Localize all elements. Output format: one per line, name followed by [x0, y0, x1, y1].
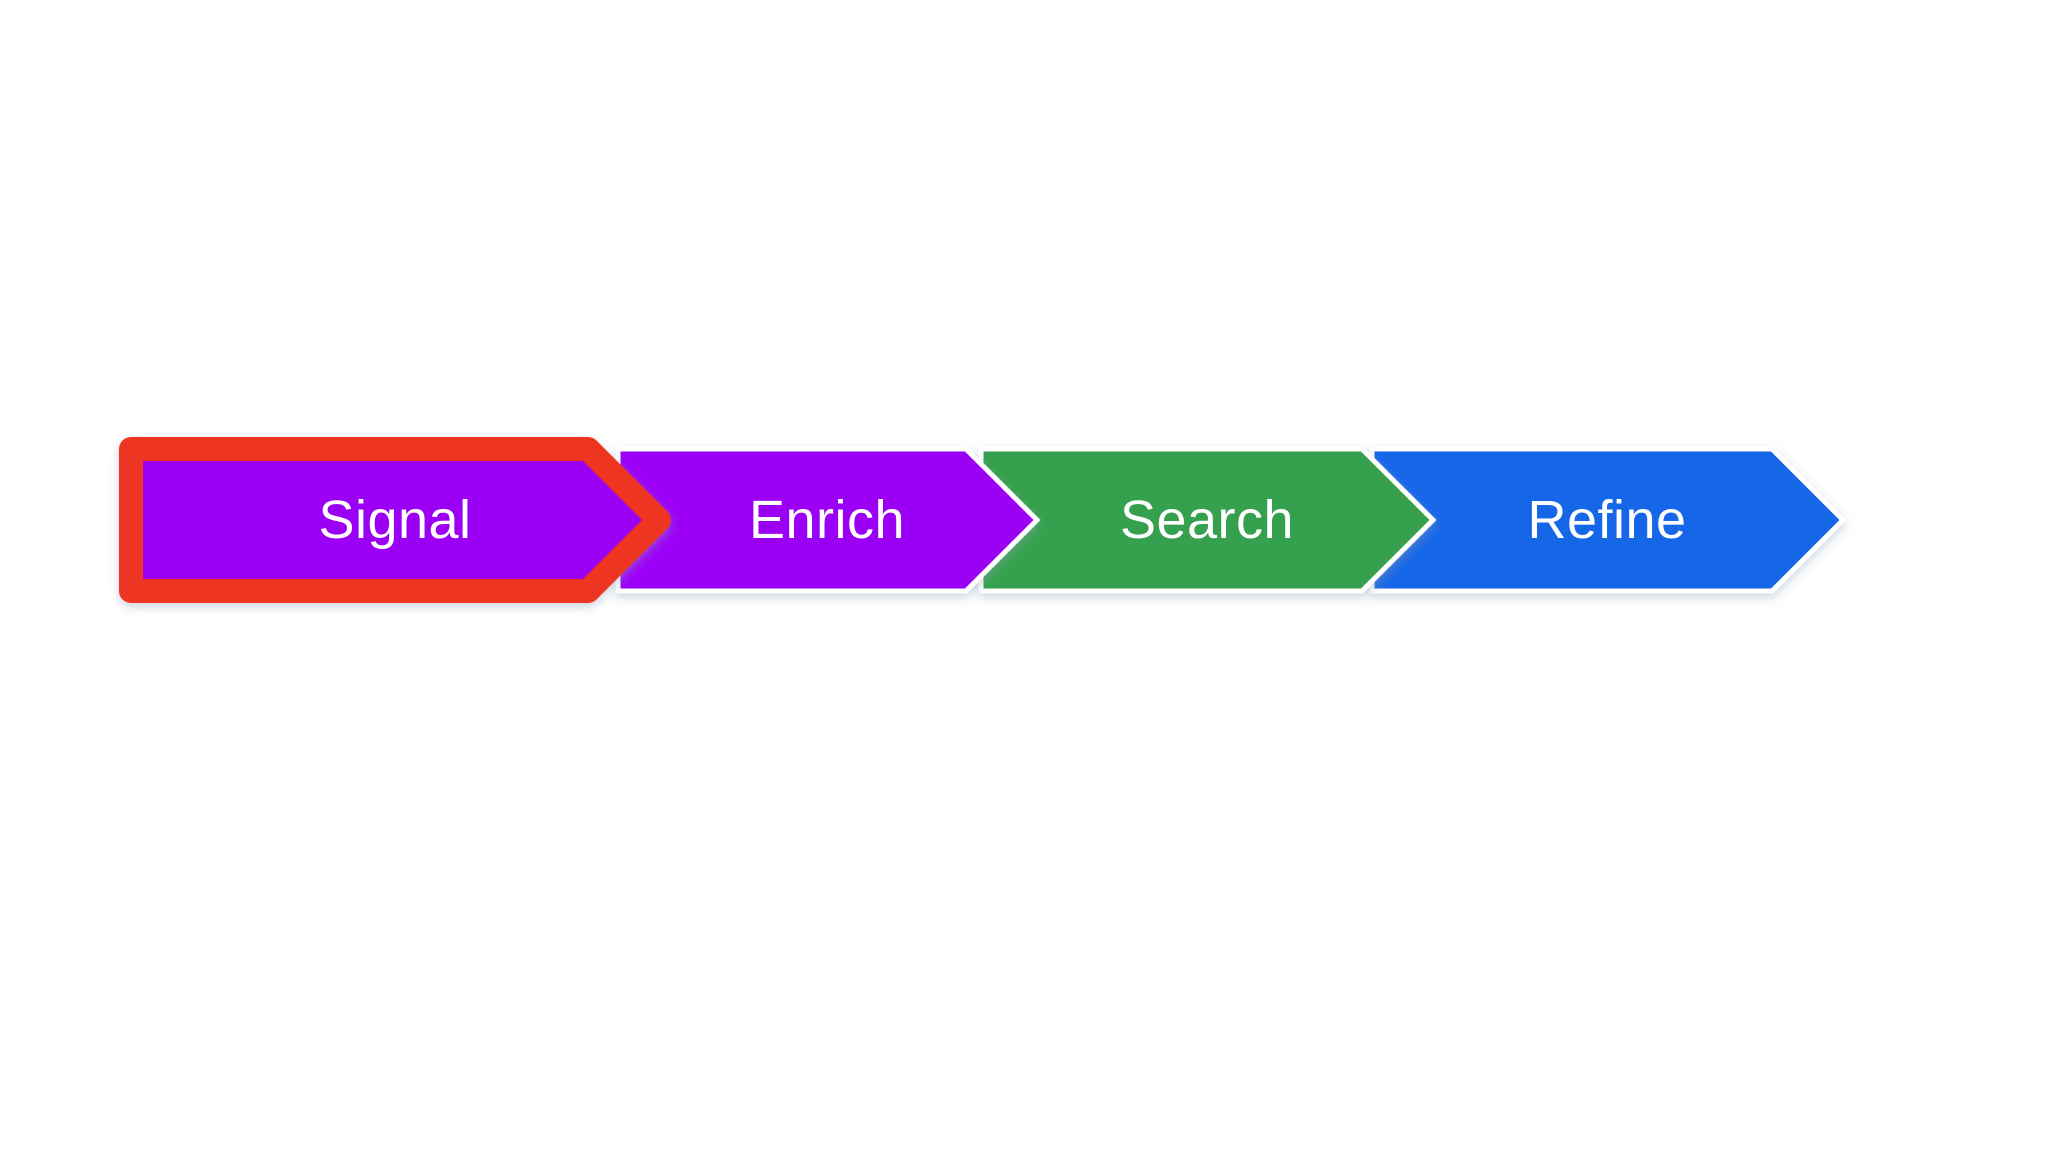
- step-search-label: Search: [1120, 490, 1294, 550]
- step-signal-label: Signal: [318, 490, 471, 550]
- step-enrich-label: Enrich: [749, 490, 905, 550]
- step-search[interactable]: Search: [978, 446, 1437, 594]
- step-signal[interactable]: Signal: [119, 437, 671, 603]
- step-refine[interactable]: Refine: [1369, 446, 1847, 594]
- step-enrich[interactable]: Enrich: [615, 446, 1041, 594]
- step-signal-shape highlight-outline[interactable]: [119, 437, 671, 603]
- step-refine-label: Refine: [1527, 490, 1686, 550]
